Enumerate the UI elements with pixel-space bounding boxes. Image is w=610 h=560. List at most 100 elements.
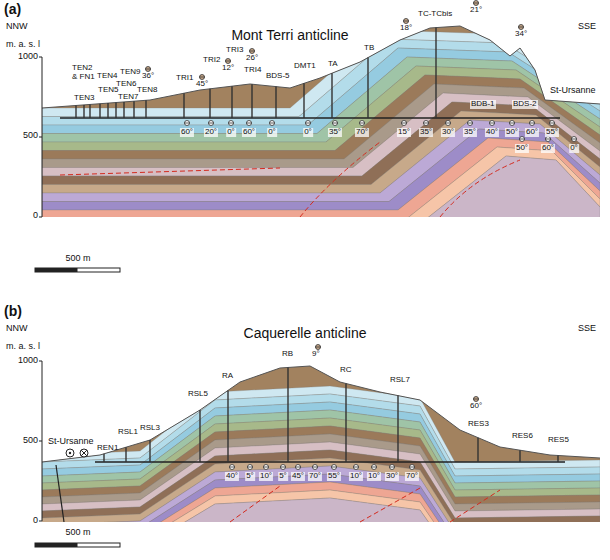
borehole-label: RSL1 bbox=[118, 428, 138, 437]
dip-symbol bbox=[473, 399, 479, 400]
dip-symbol bbox=[520, 137, 525, 142]
dip-symbol bbox=[230, 465, 235, 470]
dip-symbol bbox=[473, 3, 479, 4]
dip-angle: 60° bbox=[242, 128, 256, 137]
direction-label: NNW bbox=[6, 22, 28, 32]
dip-angle: 70° bbox=[405, 472, 419, 481]
scale-bar bbox=[35, 543, 120, 547]
dip-symbol bbox=[333, 121, 338, 126]
borehole-label: TRI1 bbox=[176, 74, 193, 83]
dip-angle: 60° bbox=[470, 402, 482, 411]
tunnel bbox=[95, 461, 565, 463]
fault-line bbox=[60, 168, 280, 175]
dip-symbol bbox=[401, 123, 407, 124]
dip-symbol bbox=[354, 465, 359, 470]
fault-line bbox=[230, 486, 280, 522]
dip-symbol bbox=[404, 19, 409, 24]
borehole bbox=[145, 100, 146, 118]
borehole bbox=[397, 396, 398, 462]
dip-angle: 35° bbox=[419, 128, 433, 137]
movement-symbol bbox=[81, 450, 87, 456]
dip-symbol bbox=[281, 465, 286, 470]
dip-symbol bbox=[474, 397, 479, 402]
borehole-label: DMT1 bbox=[294, 62, 316, 71]
axis-tick-mark bbox=[39, 361, 42, 362]
dip-symbol bbox=[264, 465, 269, 470]
borehole-label: TRI3 bbox=[226, 46, 243, 55]
dip-angle: 9° bbox=[312, 350, 320, 359]
dip-symbol bbox=[315, 347, 321, 348]
dip-symbol bbox=[390, 465, 395, 470]
dip-symbol bbox=[467, 123, 473, 124]
panel-letter: (a) bbox=[4, 2, 21, 17]
dip-symbol bbox=[296, 465, 301, 470]
borehole bbox=[183, 93, 184, 118]
dip-symbol bbox=[208, 123, 214, 124]
dip-symbol bbox=[424, 121, 429, 126]
dip-symbol bbox=[247, 467, 253, 468]
topography bbox=[42, 26, 600, 108]
borehole-label: TC-TCbis bbox=[418, 10, 452, 19]
dip-angle: 55° bbox=[327, 472, 341, 481]
borehole-label: TEN6 bbox=[116, 80, 136, 89]
dip-angle: 70° bbox=[355, 128, 369, 137]
borehole-label: TEN4 bbox=[97, 72, 117, 81]
dip-symbol bbox=[199, 77, 205, 78]
axis-tick: 1000 bbox=[18, 52, 38, 62]
dip-symbol bbox=[146, 67, 151, 72]
dip-angle: 50° bbox=[515, 144, 529, 153]
borehole-label: TEN9 bbox=[120, 68, 140, 77]
dip-angle: 70° bbox=[308, 472, 322, 481]
dip-symbol bbox=[359, 123, 365, 124]
scale-label: 500 m bbox=[65, 528, 90, 538]
tunnel bbox=[60, 117, 560, 119]
borehole-label: RB bbox=[282, 350, 293, 359]
borehole bbox=[103, 454, 104, 462]
borehole-label: RSL3 bbox=[140, 424, 160, 433]
borehole bbox=[107, 103, 108, 118]
dip-symbol bbox=[200, 75, 205, 80]
dip-angle: 34° bbox=[515, 30, 527, 39]
dip-angle: 21° bbox=[470, 6, 482, 15]
borehole-label: RC bbox=[340, 366, 352, 375]
axis-tick-mark bbox=[39, 217, 42, 218]
borehole bbox=[435, 28, 436, 118]
axis-tick: 500 bbox=[23, 131, 38, 141]
dip-symbol bbox=[246, 123, 252, 124]
dip-angle: 5° bbox=[278, 472, 288, 481]
dip-symbol bbox=[332, 123, 338, 124]
borehole bbox=[275, 87, 276, 118]
borehole bbox=[199, 410, 200, 462]
dip-angle: 36° bbox=[142, 72, 154, 81]
dip-symbol bbox=[249, 51, 255, 52]
axis-unit: m. a. s. l bbox=[6, 342, 40, 352]
dip-symbol bbox=[312, 467, 318, 468]
borehole-label: TRI4 bbox=[244, 66, 261, 75]
dip-symbol bbox=[263, 467, 269, 468]
dip-angle: 50° bbox=[505, 128, 519, 137]
panel-letter: (b) bbox=[4, 304, 22, 319]
borehole bbox=[99, 104, 100, 118]
movement-symbol bbox=[69, 452, 71, 454]
dip-symbol bbox=[313, 465, 318, 470]
axis-tick-mark bbox=[39, 137, 42, 138]
movement-symbol bbox=[80, 449, 88, 457]
scale-bar bbox=[35, 543, 78, 547]
dip-symbol bbox=[550, 121, 555, 126]
borehole bbox=[115, 103, 116, 118]
dip-angle: 45° bbox=[196, 80, 208, 89]
borehole bbox=[83, 105, 84, 118]
fault-line bbox=[450, 490, 500, 522]
dip-angle: 18° bbox=[400, 24, 412, 33]
dip-angle: 26° bbox=[246, 54, 258, 63]
borehole bbox=[367, 58, 368, 118]
borehole-label: TEN3 bbox=[74, 94, 94, 103]
dip-symbol bbox=[225, 61, 231, 62]
dip-symbol bbox=[489, 123, 495, 124]
borehole bbox=[287, 367, 288, 462]
dip-symbol bbox=[549, 123, 555, 124]
movement-symbol bbox=[66, 449, 74, 457]
dip-symbol bbox=[571, 139, 577, 140]
fault-line bbox=[360, 488, 420, 522]
stratum bbox=[42, 156, 600, 257]
